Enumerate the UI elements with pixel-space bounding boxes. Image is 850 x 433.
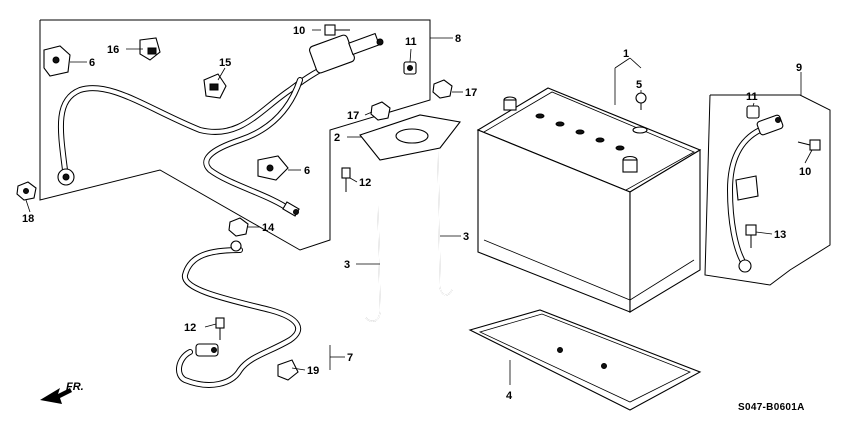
callout-11-upper: 11 <box>405 36 417 48</box>
callout-10-upper: 10 <box>293 25 305 37</box>
callout-3-left: 3 <box>344 259 350 271</box>
callout-11-right: 11 <box>746 91 758 103</box>
callout-18: 18 <box>22 213 34 225</box>
callout-17-right: 17 <box>465 87 477 99</box>
callout-4: 4 <box>506 390 513 402</box>
callout-9: 9 <box>796 62 802 74</box>
nut-part-14 <box>228 217 249 237</box>
callout-8: 8 <box>455 33 461 45</box>
callout-7: 7 <box>347 352 353 364</box>
battery-tray-part-4 <box>468 309 702 411</box>
clamp-part-6-lower <box>257 155 289 181</box>
ground-cable <box>57 32 384 217</box>
callout-15: 15 <box>219 57 231 69</box>
clip-part-16 <box>139 37 161 61</box>
bolt-part-13 <box>745 224 757 248</box>
callout-2: 2 <box>334 132 340 144</box>
callout-3-right: 3 <box>463 231 469 243</box>
callout-17-left: 17 <box>347 110 359 122</box>
callout-6-lower: 6 <box>304 165 310 177</box>
nut-part-17-left <box>370 101 391 121</box>
holddown-rod-part-3-right <box>437 149 453 296</box>
callout-16: 16 <box>107 44 119 56</box>
bolt-part-10-upper <box>324 24 350 36</box>
battery-part-1 <box>476 87 702 313</box>
screw-part-5 <box>635 92 647 110</box>
callout-6-upper: 6 <box>89 57 95 69</box>
battery-cable-part-9 <box>726 114 784 273</box>
group-8-outline <box>39 19 431 251</box>
clip-part-15 <box>203 73 227 99</box>
clamp-part-6-upper <box>43 45 71 77</box>
diagram-code: S047-B0601A <box>738 402 805 413</box>
nut-part-11-upper <box>403 61 417 75</box>
leader-lines <box>25 29 813 385</box>
front-direction-label: FR. <box>66 381 84 393</box>
callout-5: 5 <box>636 79 642 91</box>
nut-part-11-right <box>746 105 760 119</box>
clip-part-19 <box>277 359 299 381</box>
group-9-outline <box>704 94 831 286</box>
holddown-rod-part-3-left <box>365 204 381 322</box>
callout-13: 13 <box>774 229 786 241</box>
bolt-part-12-upper <box>341 167 351 192</box>
callout-19: 19 <box>307 365 319 377</box>
callout-14: 14 <box>262 222 275 234</box>
callout-10-right: 10 <box>799 166 811 178</box>
callout-12-upper: 12 <box>359 177 371 189</box>
starter-cable-part-7 <box>176 240 302 388</box>
nut-part-17-right <box>432 79 453 99</box>
callout-12-lower: 12 <box>184 322 196 334</box>
bolt-part-10-right <box>797 139 821 151</box>
bolt-part-12-lower <box>215 317 225 340</box>
front-direction-arrow: FR. <box>40 381 84 404</box>
callout-labels: 1 2 3 3 4 5 6 6 7 8 9 10 10 11 11 12 12 … <box>22 25 811 402</box>
nut-part-18 <box>16 181 37 201</box>
holddown-bracket-part-2 <box>359 114 461 161</box>
callout-1: 1 <box>623 48 629 60</box>
